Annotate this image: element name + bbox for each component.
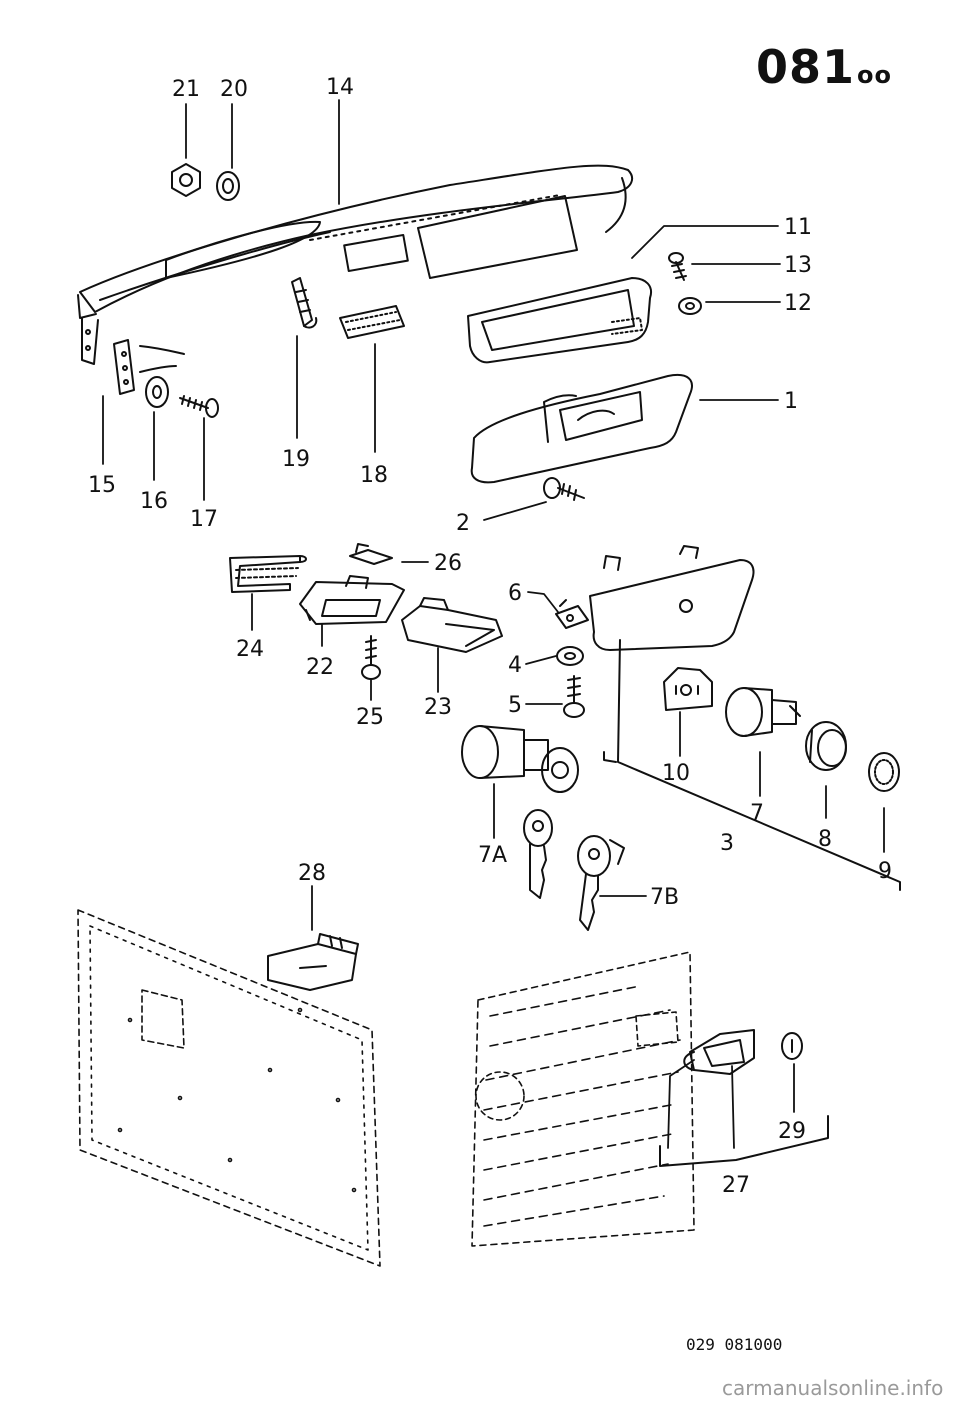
screw-13 [668, 252, 687, 281]
assembly-3-bracket [603, 639, 901, 891]
callout-7B: 7B [650, 885, 679, 910]
clip-26 [349, 543, 393, 565]
washer-16 [145, 376, 169, 408]
section-code-suffix: oo [857, 61, 893, 89]
washer-12 [678, 297, 702, 315]
callout-7A: 7A [478, 843, 507, 868]
callout-21: 21 [172, 77, 200, 102]
vent-18 [339, 305, 405, 339]
screw-cover-29 [781, 1032, 803, 1060]
callout-4: 4 [508, 653, 522, 678]
glovebox-frame-11 [467, 277, 652, 364]
callout-23: 23 [424, 695, 452, 720]
callout-24: 24 [236, 637, 264, 662]
knob-8 [805, 721, 847, 771]
lock-cylinder-7A [461, 725, 579, 793]
callout-8: 8 [818, 827, 832, 852]
callout-29: 29 [778, 1119, 806, 1144]
glovebox-1 [470, 374, 693, 484]
callout-25: 25 [356, 705, 384, 730]
callout-20: 20 [220, 77, 248, 102]
callout-11: 11 [784, 215, 812, 240]
door-handle-28 [267, 933, 359, 991]
bracket-6 [555, 599, 589, 629]
callout-22: 22 [306, 655, 334, 680]
callout-2: 2 [456, 511, 470, 536]
door-handle-27 [683, 1029, 755, 1075]
watermark-text: carmanualsonline.info [722, 1376, 944, 1400]
callout-7: 7 [750, 801, 764, 826]
dashboard-pad [77, 164, 634, 365]
callout-16: 16 [140, 489, 168, 514]
callout-9: 9 [878, 859, 892, 884]
washer-20 [216, 171, 240, 201]
key-7A [523, 809, 553, 899]
washer-4 [556, 646, 584, 666]
callout-18: 18 [360, 463, 388, 488]
callout-19: 19 [282, 447, 310, 472]
section-code-main: 081 [756, 40, 856, 94]
callout-12: 12 [784, 291, 812, 316]
callout-6: 6 [508, 581, 522, 606]
callout-14: 14 [326, 75, 354, 100]
assembly-27-bracket [659, 1115, 829, 1167]
callout-3: 3 [720, 831, 734, 856]
callout-26: 26 [434, 551, 462, 576]
callout-10: 10 [662, 761, 690, 786]
glovebox-lid-3 [589, 545, 755, 651]
callout-28: 28 [298, 861, 326, 886]
key-7B [577, 835, 625, 931]
clip-24 [229, 555, 307, 593]
screw-2 [543, 477, 585, 501]
callout-1: 1 [784, 389, 798, 414]
callout-15: 15 [88, 473, 116, 498]
screw-25 [361, 635, 381, 680]
screw-17 [179, 395, 219, 418]
callout-5: 5 [508, 693, 522, 718]
screw-5 [563, 675, 585, 718]
ashtray-insert-23 [401, 597, 503, 653]
bracket-15 [113, 339, 185, 395]
lock-cylinder-7 [725, 687, 801, 737]
section-code: 081oo [756, 44, 892, 90]
figure-reference: 029 081000 [686, 1335, 783, 1354]
nut-21 [171, 163, 201, 197]
leader-lines [102, 99, 885, 1149]
callout-17: 17 [190, 507, 218, 532]
callout-labels: 21 20 14 11 13 12 1 19 18 15 16 17 2 26 … [88, 75, 892, 1198]
callout-13: 13 [784, 253, 812, 278]
clip-19 [291, 277, 318, 329]
callout-27: 27 [722, 1173, 750, 1198]
lock-plate-10 [663, 667, 713, 711]
door-panel-right [471, 951, 695, 1247]
door-panel-left [77, 909, 381, 1267]
ashtray-housing-22 [299, 575, 405, 625]
cap-9 [868, 752, 900, 792]
